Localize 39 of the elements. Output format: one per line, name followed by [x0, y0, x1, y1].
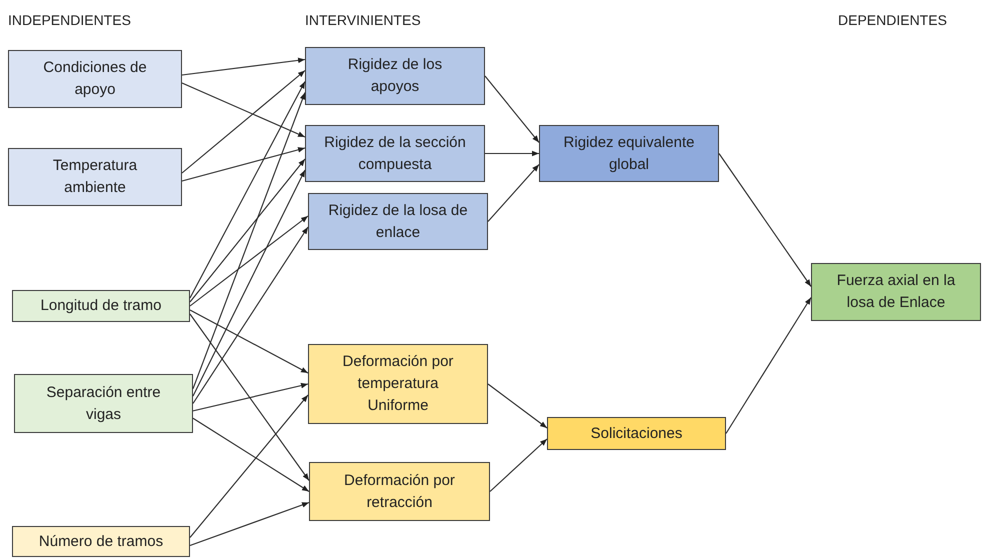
arrow — [192, 170, 306, 396]
arrow — [182, 147, 306, 182]
variable-box: Deformación por retracción — [309, 462, 490, 521]
variable-box: Longitud de tramo — [12, 290, 190, 322]
arrow — [192, 226, 308, 404]
variable-box: Solicitaciones — [547, 417, 726, 450]
arrow — [182, 82, 306, 138]
arrow — [726, 297, 812, 434]
variable-box: Número de tramos — [12, 526, 190, 557]
arrow — [190, 158, 306, 302]
arrow — [488, 384, 548, 428]
arrow — [182, 58, 306, 76]
arrow — [190, 216, 308, 306]
variable-box: Fuerza axial en la losa de Enlace — [811, 263, 981, 321]
arrow — [485, 150, 539, 156]
arrow — [190, 81, 306, 298]
arrow — [190, 314, 310, 481]
arrow — [192, 418, 310, 492]
variable-box: Separación entre vigas — [14, 374, 193, 433]
variable-box: Rigidez de los apoyos — [305, 47, 485, 105]
arrow — [192, 92, 306, 389]
variable-box: Deformación por temperatura Uniforme — [308, 344, 488, 424]
variable-box: Temperatura ambiente — [8, 148, 182, 206]
arrow — [488, 164, 540, 222]
variable-box: Rigidez equivalente global — [539, 125, 719, 182]
arrow — [182, 70, 306, 174]
variable-box: Rigidez de la sección compuesta — [305, 125, 485, 182]
variable-box: Rigidez de la losa de enlace — [308, 193, 488, 250]
arrow — [192, 382, 308, 412]
column-heading: DEPENDIENTES — [838, 12, 947, 28]
arrow — [718, 153, 812, 287]
arrow — [190, 310, 308, 374]
arrow — [484, 76, 540, 143]
arrow — [190, 394, 308, 538]
column-heading: INDEPENDIENTES — [8, 12, 131, 28]
arrow — [490, 438, 548, 492]
arrow — [190, 502, 310, 546]
variable-box: Condiciones de apoyo — [8, 50, 182, 108]
column-heading: INTERVINIENTES — [305, 12, 421, 28]
